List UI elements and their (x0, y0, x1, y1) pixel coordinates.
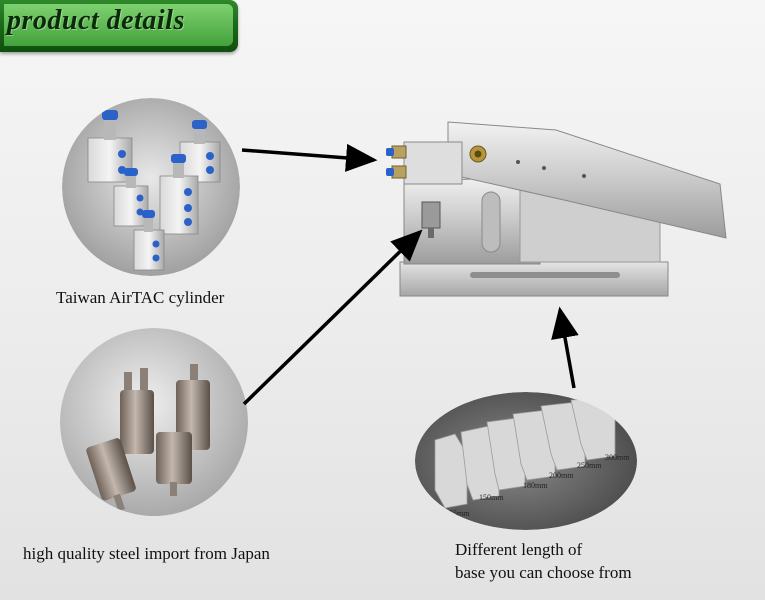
header-banner: product details (0, 0, 238, 52)
air-cylinder (386, 141, 463, 185)
base-length-label: 300mm (605, 453, 630, 462)
machine-frame (403, 175, 661, 265)
machine-arm (447, 121, 727, 239)
base-lengths-photo: 150mm 55mm 180mm 200mm 250mm 300mm (415, 392, 637, 530)
machine-base (399, 261, 669, 297)
base-length-label: 150mm (479, 493, 504, 502)
arrow-steel (242, 229, 423, 406)
header-banner-inner (4, 4, 233, 46)
base-length-label: 180mm (523, 481, 548, 490)
base-caption-line2: base you can choose from (455, 563, 632, 582)
cylinder-photo (62, 98, 240, 276)
cylinder-caption: Taiwan AirTAC cylinder (56, 288, 225, 307)
base-length-label: 55mm (449, 509, 470, 518)
steel-punch-photo (60, 328, 248, 516)
steel-caption: high quality steel import from Japan (23, 544, 270, 563)
arrow-cylinder (241, 143, 378, 172)
punch-head (421, 201, 441, 238)
base-length-label: 200mm (549, 471, 574, 480)
base-caption-line1: Different length of (455, 540, 583, 559)
arrow-base (551, 306, 579, 389)
page-title: product details (7, 5, 185, 36)
base-length-label: 250mm (577, 461, 602, 470)
